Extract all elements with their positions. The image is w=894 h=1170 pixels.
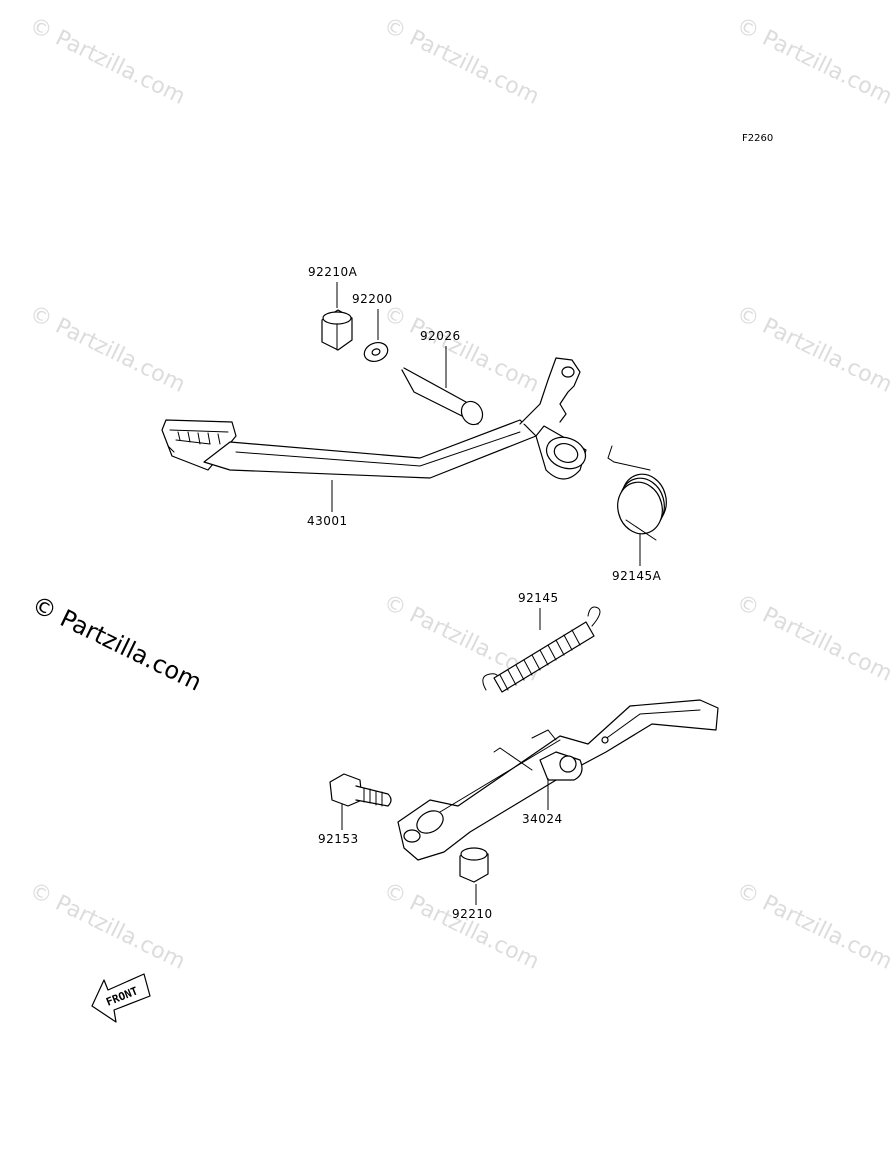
figure-code: F2260 [742,133,773,144]
part-92153-bolt[interactable] [329,773,392,807]
watermark: © Partzilla.com [732,301,894,398]
watermark: © Partzilla.com [379,13,543,110]
part-43001-brake-pedal[interactable] [161,357,590,480]
part-label-34024: 34024 [522,812,563,826]
watermark-main: © Partzilla.com [27,590,206,696]
part-92026-collar[interactable] [401,367,487,428]
watermark: © Partzilla.com [732,13,894,110]
watermark: © Partzilla.com [379,878,543,975]
part-label-92145A: 92145A [612,569,662,583]
watermark: © Partzilla.com [732,590,894,687]
watermark: © Partzilla.com [25,13,189,110]
part-label-92210: 92210 [452,907,493,921]
watermark: © Partzilla.com [25,878,189,975]
part-label-43001: 43001 [307,514,348,528]
part-92210-nut[interactable] [459,847,489,883]
watermark: © Partzilla.com [379,301,543,398]
part-label-92026: 92026 [420,329,461,343]
part-92145A-torsion-spring[interactable] [607,445,672,541]
watermark: © Partzilla.com [25,301,189,398]
part-label-92210A: 92210A [308,265,358,279]
part-34024-side-stand[interactable] [397,699,719,861]
watermark: © Partzilla.com [732,878,894,975]
part-92210A-nut[interactable] [321,309,353,351]
part-92200-washer[interactable] [362,339,391,364]
part-label-92200: 92200 [352,292,393,306]
part-92145-extension-spring[interactable] [482,606,601,693]
part-label-92153: 92153 [318,832,359,846]
part-label-92145: 92145 [518,591,559,605]
front-arrow-icon: FRONT [91,973,151,1023]
